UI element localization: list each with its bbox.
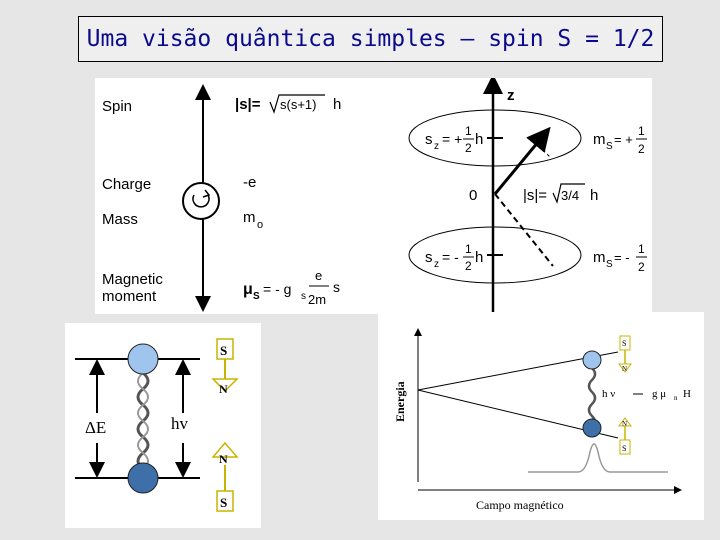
- slide-title: Uma visão quântica simples – spin S = 1/…: [86, 26, 655, 52]
- spin-properties-diagram: Spin |s|= s(s+1) h Charge -e Mass m o Ma…: [102, 84, 341, 312]
- lower-sz-half-num: 1: [465, 242, 472, 256]
- mu-symbol: μ: [243, 281, 253, 298]
- upper-ms: m: [593, 131, 606, 148]
- charge-label: Charge: [102, 176, 151, 193]
- mass-sub: o: [257, 219, 263, 231]
- upper-sz-sub: z: [434, 141, 439, 152]
- upper-ms-half-num: 1: [638, 124, 645, 138]
- lower-ms: m: [593, 249, 606, 266]
- energy-transition-panel: ΔE hv S N N S: [65, 323, 261, 528]
- zeeman-hv: h ν: [602, 388, 615, 400]
- energy-axis-label: Energia: [393, 381, 407, 422]
- mu-gs-sub: s: [301, 291, 306, 302]
- delta-e-label: ΔE: [85, 418, 106, 437]
- mu-s: s: [333, 279, 340, 295]
- top-magnet-n-label: N: [219, 382, 228, 396]
- zeeman-g-mu-h: H: [683, 388, 691, 400]
- spin-quantization-diagram: z s z = + 1 2 h m S = + 1 2 0 |s|= 3/4 h…: [408, 74, 647, 314]
- lower-ms-half-den: 2: [638, 260, 645, 274]
- lower-sz-half-den: 2: [465, 259, 472, 273]
- zeeman-bot-s: S: [622, 444, 626, 453]
- zeeman-upper-electron: [582, 350, 602, 370]
- slide-title-box: Uma visão quântica simples – spin S = 1/…: [78, 16, 663, 62]
- z-axis-label: z: [507, 87, 515, 104]
- spin-formula-root: s(s+1): [280, 97, 316, 112]
- bottom-magnet-s: [216, 490, 234, 512]
- mass-label: Mass: [102, 211, 138, 228]
- upper-ms-half-den: 2: [638, 142, 645, 156]
- lower-sz-h: h: [475, 249, 483, 266]
- field-axis-label: Campo magnético: [476, 498, 564, 512]
- upper-ms-eq: = +: [614, 132, 633, 147]
- spin-quantization-panel: z s z = + 1 2 h m S = + 1 2 0 |s|= 3/4 h…: [395, 74, 652, 314]
- lower-sz-eq: = -: [442, 249, 459, 265]
- lower-ms-eq: = -: [614, 250, 630, 265]
- magnitude-lhs: |s|=: [523, 187, 547, 204]
- zeeman-photon-wave: [587, 367, 597, 429]
- zeeman-bottom-magnet: [619, 439, 631, 455]
- magnitude-root: 3/4: [561, 188, 579, 203]
- upper-cone-ellipse: [408, 109, 582, 167]
- origin-label: 0: [469, 187, 477, 204]
- upper-ms-sub: S: [606, 141, 613, 152]
- electron-circle: [182, 182, 220, 220]
- zeeman-top-n: N: [622, 365, 627, 373]
- zeeman-g-mu: g μ: [652, 388, 666, 400]
- mu-frac-num: e: [315, 268, 322, 283]
- zeeman-panel: Energia Campo magnético h ν g μ n H S N …: [378, 312, 704, 520]
- spin-formula-lhs: |s|=: [235, 96, 261, 113]
- magnitude-h: h: [590, 187, 598, 204]
- bottom-magnet-s-label: S: [220, 495, 227, 510]
- magnetic-label-2: moment: [102, 288, 157, 305]
- lower-cone-ellipse: [408, 226, 582, 284]
- energy-transition-diagram: ΔE hv S N N S: [75, 338, 239, 512]
- zeeman-top-s: S: [622, 339, 626, 348]
- upper-sz-h: h: [475, 131, 483, 148]
- mass-value: m: [243, 209, 256, 226]
- mu-sub: S: [253, 291, 260, 302]
- mu-frac-den: 2m: [308, 292, 326, 307]
- resonance-peak: [528, 443, 668, 473]
- magnetic-label-1: Magnetic: [102, 271, 163, 288]
- top-magnet-s-label: S: [220, 343, 227, 358]
- spin-up-vector: [493, 126, 551, 195]
- lower-sz-sub: z: [434, 259, 439, 270]
- upper-sz: s: [425, 131, 433, 148]
- zeeman-g-mu-sub: n: [674, 394, 678, 402]
- zeeman-bot-n: N: [622, 420, 627, 428]
- charge-value: -e: [243, 174, 256, 191]
- spin-formula-h: h: [333, 96, 341, 113]
- spin-properties-panel: Spin |s|= s(s+1) h Charge -e Mass m o Ma…: [95, 78, 395, 314]
- bottom-magnet-n-label: N: [219, 452, 228, 466]
- lower-electron: [127, 462, 159, 494]
- upper-electron: [127, 343, 159, 375]
- lower-ms-half-num: 1: [638, 242, 645, 256]
- hv-label: hv: [171, 414, 189, 433]
- upper-sz-half-den: 2: [465, 141, 472, 155]
- spin-label: Spin: [102, 98, 132, 115]
- zeeman-diagram: Energia Campo magnético h ν g μ n H S N …: [393, 328, 691, 512]
- mu-eq: = - g: [263, 281, 291, 297]
- lower-ms-sub: S: [606, 259, 613, 270]
- zeeman-lower-electron: [582, 418, 602, 438]
- upper-sz-half-num: 1: [465, 124, 472, 138]
- upper-sz-eq: = +: [442, 131, 462, 147]
- spin-down-vector: [494, 193, 554, 267]
- rotation-arrow: [192, 194, 210, 208]
- lower-sz: s: [425, 249, 433, 266]
